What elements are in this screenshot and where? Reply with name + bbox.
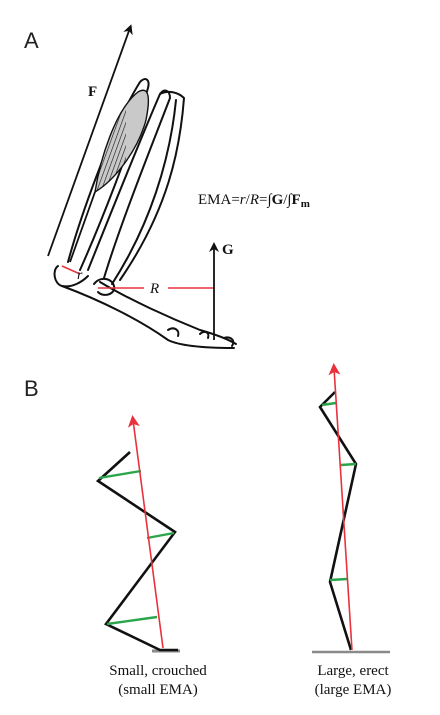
ema-G: G [272, 192, 284, 208]
ema-prefix: EMA= [198, 192, 240, 208]
ground-force-label: G [222, 242, 234, 258]
erect-ground-force-vector [328, 363, 353, 651]
crouched-moment-arm-2 [146, 531, 175, 540]
erect-caption-line1: Large, erect [317, 663, 389, 679]
tibia-bone [67, 78, 150, 271]
erect-limb [312, 363, 390, 654]
force-label: F [88, 84, 97, 100]
r-moment-arm-line [61, 265, 81, 275]
ema-m-subscript: m [301, 198, 310, 210]
foot-bone-bottom [61, 285, 235, 349]
panel-b-label: B [24, 376, 39, 401]
upper-bone-inner [111, 99, 177, 285]
ema-integral-1: ∫ [266, 192, 273, 208]
muscle-force-arrow [47, 24, 133, 257]
heel-bone [53, 265, 89, 288]
erect-moment-arm-2 [340, 462, 357, 467]
crouched-limb [95, 415, 180, 653]
ema-slash: / [246, 192, 251, 208]
r-label: r [77, 268, 83, 283]
ema-R: R [249, 192, 259, 208]
ema-r: r [240, 192, 246, 208]
ema-integral-2: ∫ [286, 192, 293, 208]
ema-slash-2: / [283, 192, 288, 208]
tendon [69, 191, 96, 263]
crouched-caption-line2: (small EMA) [118, 682, 198, 698]
ema-F: F [292, 192, 301, 208]
toe-joints [167, 327, 235, 347]
crouched-moment-arm-1 [98, 469, 142, 480]
leg-skeleton [53, 78, 237, 349]
foot-bone-top [99, 281, 237, 345]
crouched-caption: Small, crouched (small EMA) [73, 662, 243, 700]
R-label: R [149, 281, 159, 297]
upper-bone [119, 90, 185, 281]
erect-moment-arm-3 [329, 577, 348, 582]
erect-moment-arm-1 [321, 401, 337, 407]
panel-a-label: A [24, 28, 39, 53]
crouched-caption-line1: Small, crouched [109, 663, 207, 679]
crouched-ground-force-vector [127, 415, 164, 649]
erect-caption-line2: (large EMA) [314, 682, 392, 698]
fibula-bone [87, 89, 171, 279]
ankle-joint [93, 278, 116, 296]
ema-equation: EMA=r/R=∫G/∫Fm [198, 192, 310, 210]
crouched-moment-arm-3 [106, 615, 158, 626]
ema-eq: = [259, 192, 267, 208]
erect-caption: Large, erect (large EMA) [268, 662, 438, 700]
